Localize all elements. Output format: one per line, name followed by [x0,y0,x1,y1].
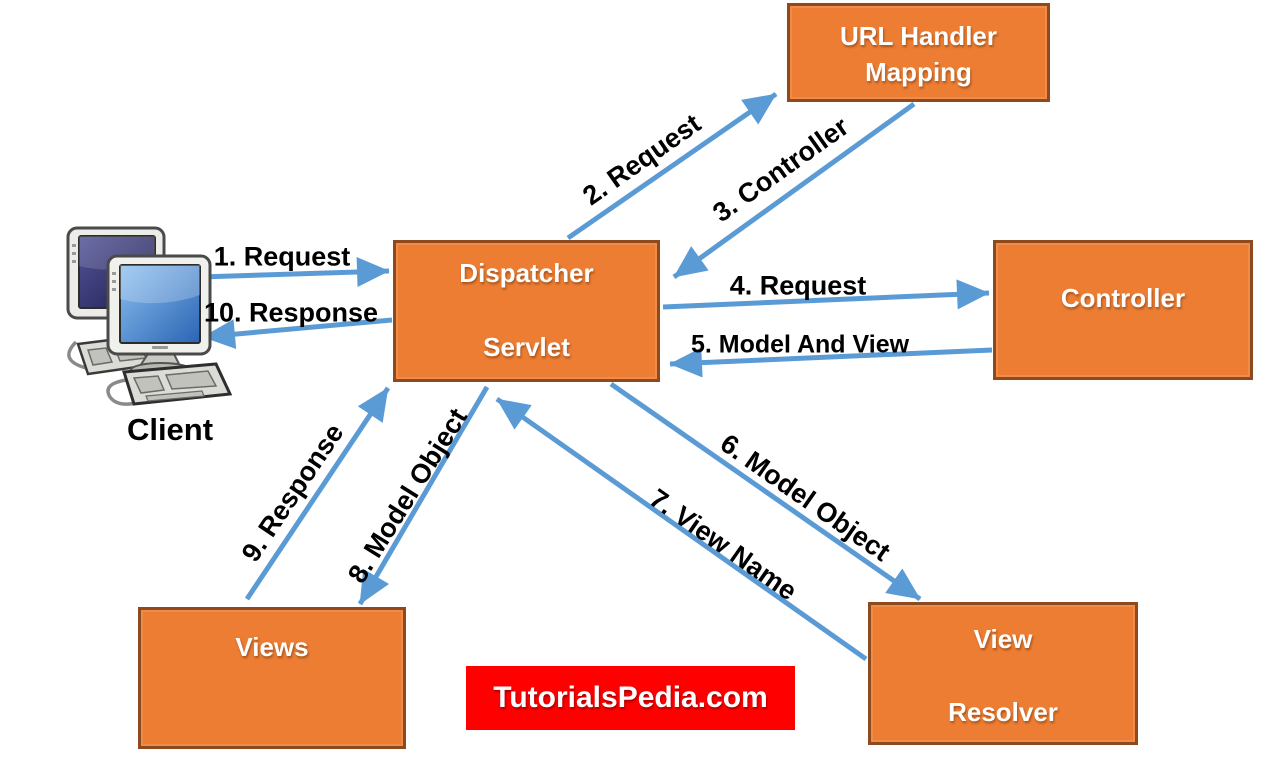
keyboard-front [122,362,233,406]
cable [106,378,141,406]
monitor-front [106,254,212,356]
node-url-handler-mapping: URL Handler Mapping [787,3,1050,102]
arrow-1-request [199,257,390,287]
flow-label-1-request: 1. Request [213,241,351,272]
arrow-3-controller [672,101,916,280]
client-computers-icon [66,226,233,406]
arrow-4-request [662,279,990,310]
node-label-line: Servlet [483,332,570,362]
node-label-line: Views [235,632,309,662]
node-label-line: View [973,624,1033,654]
node-label-line: URL Handler [840,21,997,51]
node-views: Views [138,607,406,749]
flow-label-5-model-and-view: 5. Model And View [690,330,910,359]
node-label-line: Controller [1060,283,1186,313]
flow-label-10-response: 10. Response [203,297,379,328]
node-controller: Controller [993,240,1253,380]
arrow-6-model-object [609,381,922,602]
node-label-line: Mapping [865,57,972,87]
arrow-10-response [202,317,393,350]
flow-label-4-request: 4. Request [729,270,867,301]
client-label: Client [126,412,214,447]
node-label-line: Dispatcher [459,258,594,288]
arrow-8-model-object [357,385,490,606]
watermark-banner: TutorialsPedia.com [466,666,795,730]
node-dispatcher-servlet: Dispatcher Servlet [393,240,660,382]
node-label-line: Resolver [948,697,1058,727]
arrow-9-response [244,386,391,601]
node-view-resolver: View Resolver [868,602,1138,745]
watermark-text: TutorialsPedia.com [493,681,768,714]
arrow-5-model-and-view [669,347,993,378]
arrow-2-request [566,91,778,241]
arrow-7-view-name [495,396,868,662]
